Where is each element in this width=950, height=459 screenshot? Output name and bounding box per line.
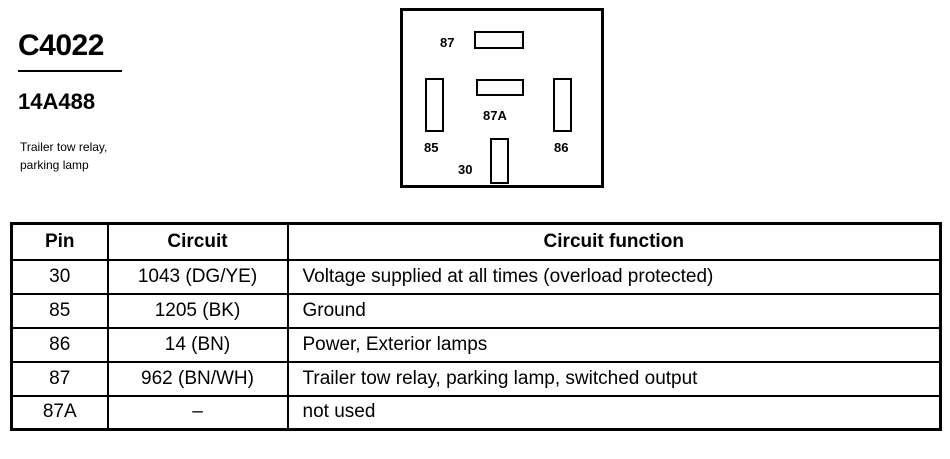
- title-underline: [18, 70, 122, 72]
- pin-label-86: 86: [554, 140, 569, 155]
- function-cell: Trailer tow relay, parking lamp, switche…: [286, 360, 942, 397]
- pin-label-87a: 87A: [483, 108, 507, 123]
- description-line: parking lamp: [20, 158, 89, 172]
- connector-face-diagram: 87 87A 85 86 30: [400, 8, 604, 188]
- pin-cell: 30: [10, 258, 109, 295]
- circuit-cell: 962 (BN/WH): [106, 360, 289, 397]
- part-number: 14A488: [18, 89, 96, 114]
- pin-cell: 85: [10, 292, 109, 329]
- pin-table: Pin Circuit Circuit function 30 1043 (DG…: [10, 222, 942, 431]
- description-line: Trailer tow relay,: [20, 140, 108, 154]
- pin-label-87: 87: [440, 35, 455, 50]
- connector-title: C4022: [18, 29, 104, 62]
- table-row: 87 962 (BN/WH) Trailer tow relay, parkin…: [10, 360, 942, 397]
- table-row: 86 14 (BN) Power, Exterior lamps: [10, 326, 942, 363]
- terminal-87: [474, 31, 524, 49]
- pin-label-30: 30: [458, 162, 473, 177]
- function-cell: not used: [286, 394, 942, 431]
- terminal-87a: [476, 79, 524, 96]
- circuit-cell: 1043 (DG/YE): [106, 258, 289, 295]
- function-cell: Voltage supplied at all times (overload …: [286, 258, 942, 295]
- column-header-circuit-function: Circuit function: [286, 222, 942, 261]
- terminal-30: [490, 138, 509, 184]
- pin-cell: 86: [10, 326, 109, 363]
- table-row: 85 1205 (BK) Ground: [10, 292, 942, 329]
- circuit-cell: 14 (BN): [106, 326, 289, 363]
- circuit-cell: –: [106, 394, 289, 431]
- column-header-pin: Pin: [10, 222, 109, 261]
- pin-cell: 87A: [10, 394, 109, 431]
- function-cell: Power, Exterior lamps: [286, 326, 942, 363]
- terminal-85: [425, 78, 444, 132]
- pin-label-85: 85: [424, 140, 439, 155]
- function-cell: Ground: [286, 292, 942, 329]
- terminal-86: [553, 78, 572, 132]
- table-row: 30 1043 (DG/YE) Voltage supplied at all …: [10, 258, 942, 295]
- table-header-row: Pin Circuit Circuit function: [10, 222, 942, 261]
- table-row: 87A – not used: [10, 394, 942, 431]
- connector-description: Trailer tow relay, parking lamp: [20, 138, 180, 174]
- circuit-cell: 1205 (BK): [106, 292, 289, 329]
- column-header-circuit: Circuit: [106, 222, 289, 261]
- pin-cell: 87: [10, 360, 109, 397]
